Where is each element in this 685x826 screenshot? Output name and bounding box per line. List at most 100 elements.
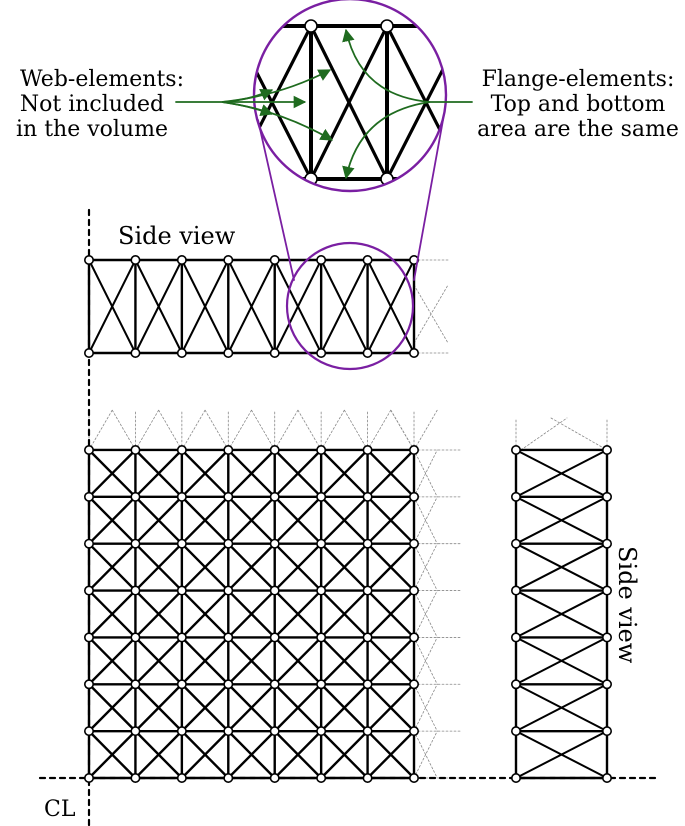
plan-diagonal-member [227, 729, 276, 780]
plan-node [223, 491, 234, 502]
plan-node [362, 585, 373, 596]
plan-diagonal-member [180, 636, 230, 686]
plan-diagonal-member [227, 448, 276, 499]
plan-node [269, 585, 280, 596]
ghost-diagonal [135, 409, 160, 451]
plan-diagonal-member [134, 729, 184, 780]
plan-diagonal-member [87, 589, 137, 639]
ghost-diagonal [413, 449, 438, 498]
side-node [316, 347, 327, 358]
side-node [130, 255, 141, 266]
plan-view-truss [84, 444, 420, 783]
ghost-diagonal [204, 409, 229, 451]
web-elements-label-line2: Not included [20, 92, 164, 117]
side-node [362, 347, 373, 358]
plan-node [409, 538, 420, 549]
ghost-diagonal [413, 543, 438, 591]
plan-diagonal-member [319, 589, 369, 639]
plan-diagonal-member [319, 542, 369, 592]
right-side-node [601, 726, 612, 737]
plan-node [316, 679, 327, 690]
ghost-diagonal [390, 409, 415, 451]
plan-node [409, 772, 420, 783]
plan-node [84, 772, 95, 783]
side-diagonal-member [180, 259, 230, 354]
plan-diagonal-member [180, 448, 230, 499]
plan-node [269, 538, 280, 549]
plan-node [223, 772, 234, 783]
plan-diagonal-member [227, 589, 276, 639]
ghost-diagonal [390, 409, 415, 451]
side-node [176, 255, 187, 266]
web-elements-label-line1: Web-elements: [20, 67, 184, 92]
side-node [362, 255, 373, 266]
right-side-node [510, 632, 521, 643]
plan-node [176, 491, 187, 502]
plan-node [176, 538, 187, 549]
right-side-node [510, 491, 521, 502]
right-side-node [601, 491, 612, 502]
plan-diagonal-member [366, 636, 416, 686]
plan-node [409, 585, 420, 596]
web-arrow [221, 101, 274, 117]
plan-node [176, 632, 187, 643]
plan-node [223, 444, 234, 455]
plan-node [176, 772, 187, 783]
ghost-diagonal [251, 409, 276, 451]
plan-diagonal-member [319, 729, 369, 780]
side-node [316, 255, 327, 266]
plan-diagonal-member [273, 448, 323, 499]
plan-diagonal-member [273, 495, 323, 545]
plan-diagonal-member [366, 589, 416, 639]
right-side-node [510, 538, 521, 549]
zoom-source-circle [285, 241, 415, 371]
plan-diagonal-member [227, 542, 276, 592]
plan-node [130, 632, 141, 643]
zoom-node [459, 20, 471, 32]
plan-diagonal-member [180, 495, 230, 545]
plan-node [84, 726, 95, 737]
ghost-elements [88, 259, 608, 779]
side-diagonal-member [134, 259, 183, 354]
ghost-diagonal [111, 409, 136, 451]
plan-diagonal-member [366, 729, 416, 780]
side-node [130, 347, 141, 358]
plan-diagonal-member [227, 683, 276, 733]
ghost-diagonal [320, 409, 345, 451]
zoom-diagonal-web [309, 24, 389, 181]
zoom-node [380, 19, 394, 33]
plan-diagonal-member [366, 683, 416, 733]
plan-diagonal-member [319, 683, 369, 733]
plan-diagonal-member [273, 636, 323, 686]
right-side-node [601, 772, 612, 783]
plan-node [316, 491, 327, 502]
right-side-node [601, 444, 612, 455]
side-node [223, 347, 234, 358]
plan-node [362, 632, 373, 643]
plan-node [84, 632, 95, 643]
plan-diagonal-member [87, 495, 137, 545]
side-view-label-right: Side view [613, 546, 641, 664]
plan-node [409, 726, 420, 737]
plan-node [316, 632, 327, 643]
plan-node [223, 679, 234, 690]
ghost-diagonal [274, 409, 299, 451]
ghost-diagonal [550, 417, 608, 451]
plan-node [130, 491, 141, 502]
right-side-diagonal-member [515, 589, 608, 639]
flange-elements-label-line1: Flange-elements: [482, 67, 675, 92]
plan-node [176, 726, 187, 737]
plan-node [269, 444, 280, 455]
plan-diagonal-member [180, 729, 230, 780]
side-node [223, 255, 234, 266]
plan-node [409, 679, 420, 690]
plan-node [269, 632, 280, 643]
callout-arrows [175, 28, 473, 180]
plan-diagonal-member [87, 542, 137, 592]
side-view-top-truss [84, 255, 420, 358]
plan-diagonal-member [319, 495, 369, 545]
side-node [269, 347, 280, 358]
ghost-diagonal [413, 637, 438, 685]
plan-diagonal-member [273, 729, 323, 780]
